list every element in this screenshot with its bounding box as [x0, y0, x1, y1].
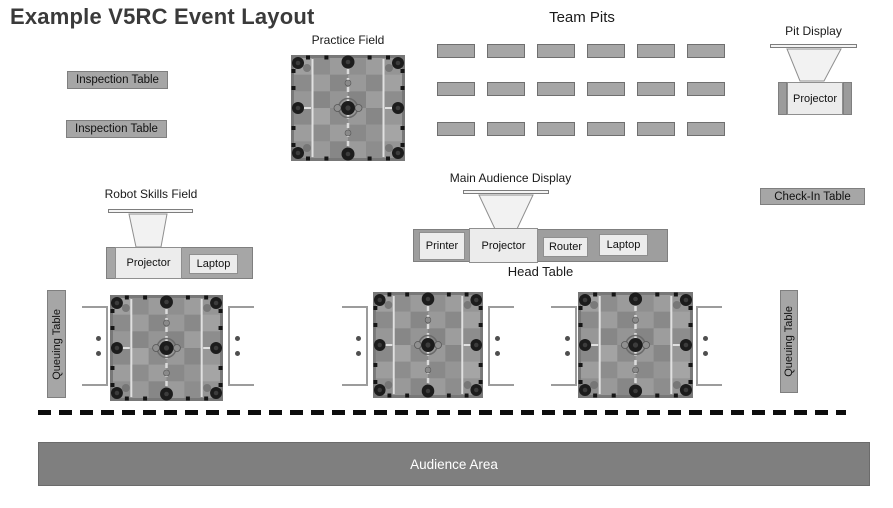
practice-field-label: Practice Field	[311, 33, 385, 47]
station-dot	[235, 351, 240, 356]
alliance-station-bracket	[551, 306, 577, 386]
head-projector-box: Projector	[469, 228, 538, 263]
station-dot	[495, 351, 500, 356]
pit-table	[437, 44, 475, 58]
projector-side-bar	[843, 82, 852, 115]
pit-table	[637, 122, 675, 136]
pit-table	[687, 44, 725, 58]
pit-table	[487, 44, 525, 58]
pit-projection-cone-icon	[786, 48, 842, 82]
skills-laptop-box: Laptop	[189, 254, 238, 274]
pit-table	[687, 122, 725, 136]
pit-table	[687, 82, 725, 96]
main-display-screen	[463, 190, 549, 194]
skills-projection-cone-icon	[128, 213, 168, 248]
alliance-station-bracket	[342, 306, 368, 386]
pit-table	[437, 82, 475, 96]
station-dot	[495, 336, 500, 341]
pit-table	[537, 122, 575, 136]
practice-field-image	[291, 55, 405, 161]
queuing-table-left-label: Queuing Table	[50, 308, 63, 380]
queuing-table-right: Queuing Table	[780, 290, 798, 393]
queuing-table-right-label: Queuing Table	[783, 306, 795, 377]
team-pits-label: Team Pits	[549, 9, 615, 26]
alliance-station-bracket	[488, 306, 514, 386]
head-table: Printer Projector Router Laptop	[413, 228, 668, 263]
check-in-table: Check-In Table	[760, 188, 865, 205]
head-router-box: Router	[543, 237, 588, 257]
competition-field-3-image	[578, 292, 693, 398]
alliance-station-bracket	[228, 306, 254, 386]
pit-table	[537, 44, 575, 58]
alliance-station-bracket	[696, 306, 722, 386]
pit-table	[637, 82, 675, 96]
pit-display-screen	[770, 44, 857, 48]
skills-projector-box: Projector	[115, 247, 182, 279]
station-dot	[703, 336, 708, 341]
projector-side-bar	[778, 82, 787, 115]
pit-projector-box: Projector	[787, 82, 843, 115]
pit-table	[487, 122, 525, 136]
competition-field-2-image	[373, 292, 483, 398]
skills-table: Projector Laptop	[106, 247, 253, 279]
pit-table	[587, 82, 625, 96]
head-printer-box: Printer	[419, 232, 465, 260]
audience-area: Audience Area	[38, 442, 870, 486]
competition-field-1-image	[110, 295, 223, 401]
station-dot	[703, 351, 708, 356]
inspection-table-1: Inspection Table	[67, 71, 168, 89]
pit-table	[437, 122, 475, 136]
skills-display-screen	[108, 209, 193, 213]
station-dot	[565, 336, 570, 341]
station-dot	[235, 336, 240, 341]
pit-table	[587, 44, 625, 58]
head-laptop-box: Laptop	[599, 234, 648, 256]
robot-skills-field-label: Robot Skills Field	[104, 187, 198, 201]
station-dot	[356, 351, 361, 356]
pit-table	[587, 122, 625, 136]
station-dot	[356, 336, 361, 341]
station-dot	[96, 351, 101, 356]
pit-projector-unit: Projector	[778, 82, 852, 115]
head-table-label: Head Table	[507, 264, 574, 279]
audience-area-label: Audience Area	[410, 456, 498, 472]
inspection-table-2: Inspection Table	[66, 120, 167, 138]
main-audience-display-label: Main Audience Display	[449, 171, 572, 185]
audience-boundary-dashed-line	[38, 410, 846, 415]
pit-display-label: Pit Display	[785, 24, 842, 38]
pit-table	[537, 82, 575, 96]
pit-table	[487, 82, 525, 96]
queuing-table-left: Queuing Table	[47, 290, 66, 398]
team-pits-grid	[437, 44, 727, 136]
station-dot	[96, 336, 101, 341]
main-projection-cone-icon	[478, 194, 534, 230]
pit-table	[637, 44, 675, 58]
station-dot	[565, 351, 570, 356]
page-title: Example V5RC Event Layout	[10, 4, 315, 29]
alliance-station-bracket	[82, 306, 108, 386]
